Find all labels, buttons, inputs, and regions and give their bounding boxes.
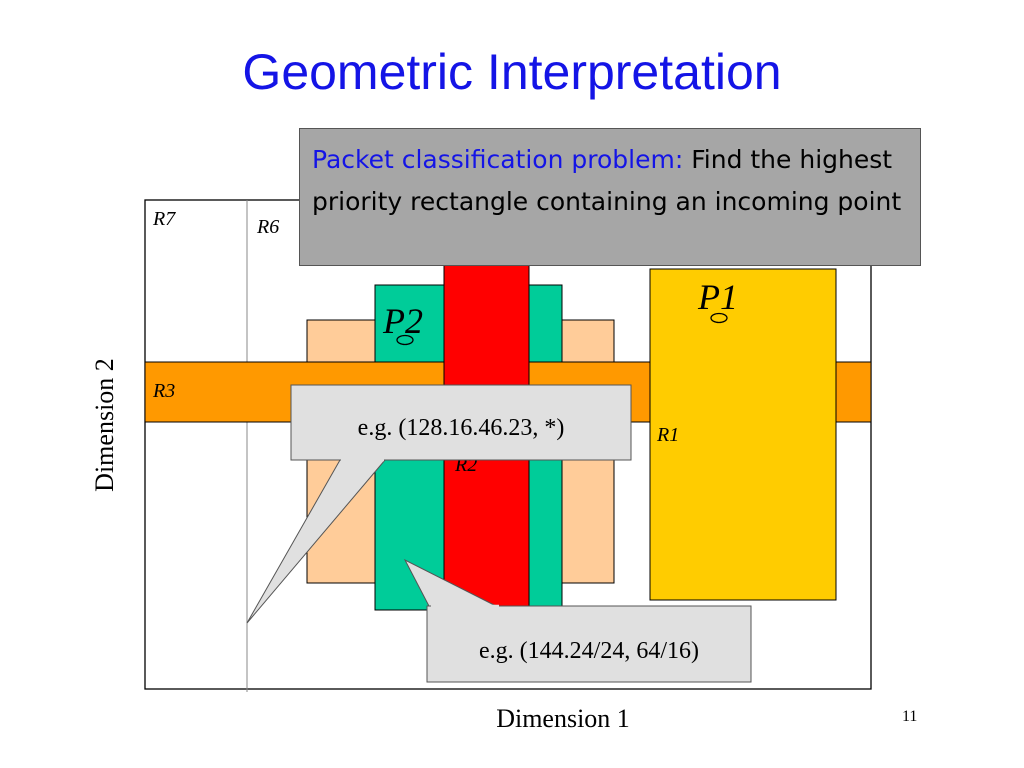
point-p1-label: P1 xyxy=(697,277,738,317)
point-p2-label: P2 xyxy=(382,301,423,341)
point-p1-marker xyxy=(710,312,728,324)
slide-title: Geometric Interpretation xyxy=(242,44,782,100)
problem-callout-text: Find the highest priority rectangle cont… xyxy=(312,145,902,216)
y-axis-label: Dimension 2 xyxy=(90,358,119,492)
label-r3: R3 xyxy=(152,380,175,402)
rule-example-callout: e.g. (144.24/24, 64/16) xyxy=(403,558,752,683)
point-example-callout: e.g. (128.16.46.23, *) xyxy=(246,384,632,624)
problem-callout-box: Packet classification problem: Find the … xyxy=(299,128,921,266)
problem-callout-lead: Packet classification problem: xyxy=(312,145,684,174)
rule-example-text: e.g. (144.24/24, 64/16) xyxy=(479,638,699,664)
region-r1 xyxy=(649,268,837,601)
label-r6: R6 xyxy=(256,216,279,238)
point-example-text: e.g. (128.16.46.23, *) xyxy=(358,415,565,441)
label-r1: R1 xyxy=(656,424,679,446)
point-p2-marker xyxy=(396,334,414,346)
x-axis-label: Dimension 1 xyxy=(496,704,630,733)
page-number: 11 xyxy=(902,708,918,725)
label-r7: R7 xyxy=(152,208,176,230)
